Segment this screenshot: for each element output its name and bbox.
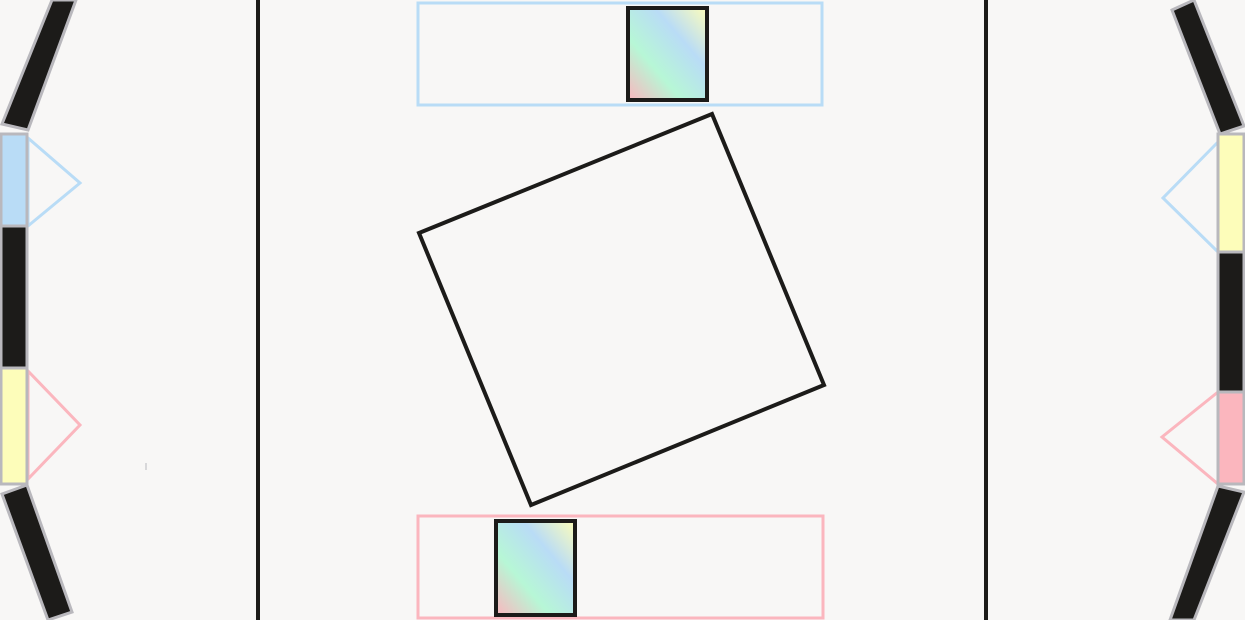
- top-track-slider[interactable]: [626, 6, 709, 102]
- right-paddle-segment-black: [1216, 250, 1245, 394]
- bottom-track-slider[interactable]: [494, 519, 577, 617]
- right-paddle-segment-top: [1170, 0, 1245, 136]
- left-paddle-segment-yellow: [0, 366, 29, 486]
- left-paddle-marker-pink: [26, 367, 83, 483]
- left-paddle[interactable]: [0, 0, 83, 620]
- left-paddle-marker-blue: [26, 134, 83, 230]
- left-paddle-segment-bottom: [0, 483, 74, 620]
- left-paddle-segment-black: [0, 224, 29, 370]
- right-paddle-segment-yellow: [1216, 132, 1245, 254]
- right-paddle-marker-pink: [1159, 388, 1220, 488]
- left-paddle-segment-blue: [0, 132, 29, 228]
- bottom-track: [416, 514, 825, 620]
- right-paddle-segment-bottom: [1168, 484, 1245, 620]
- top-track: [416, 1, 824, 107]
- right-paddle-marker-blue: [1160, 138, 1220, 256]
- right-paddle[interactable]: [1159, 0, 1245, 620]
- left-paddle-segment-top: [0, 0, 78, 132]
- center-square[interactable]: [416, 111, 827, 508]
- right-paddle-segment-pink: [1216, 390, 1245, 486]
